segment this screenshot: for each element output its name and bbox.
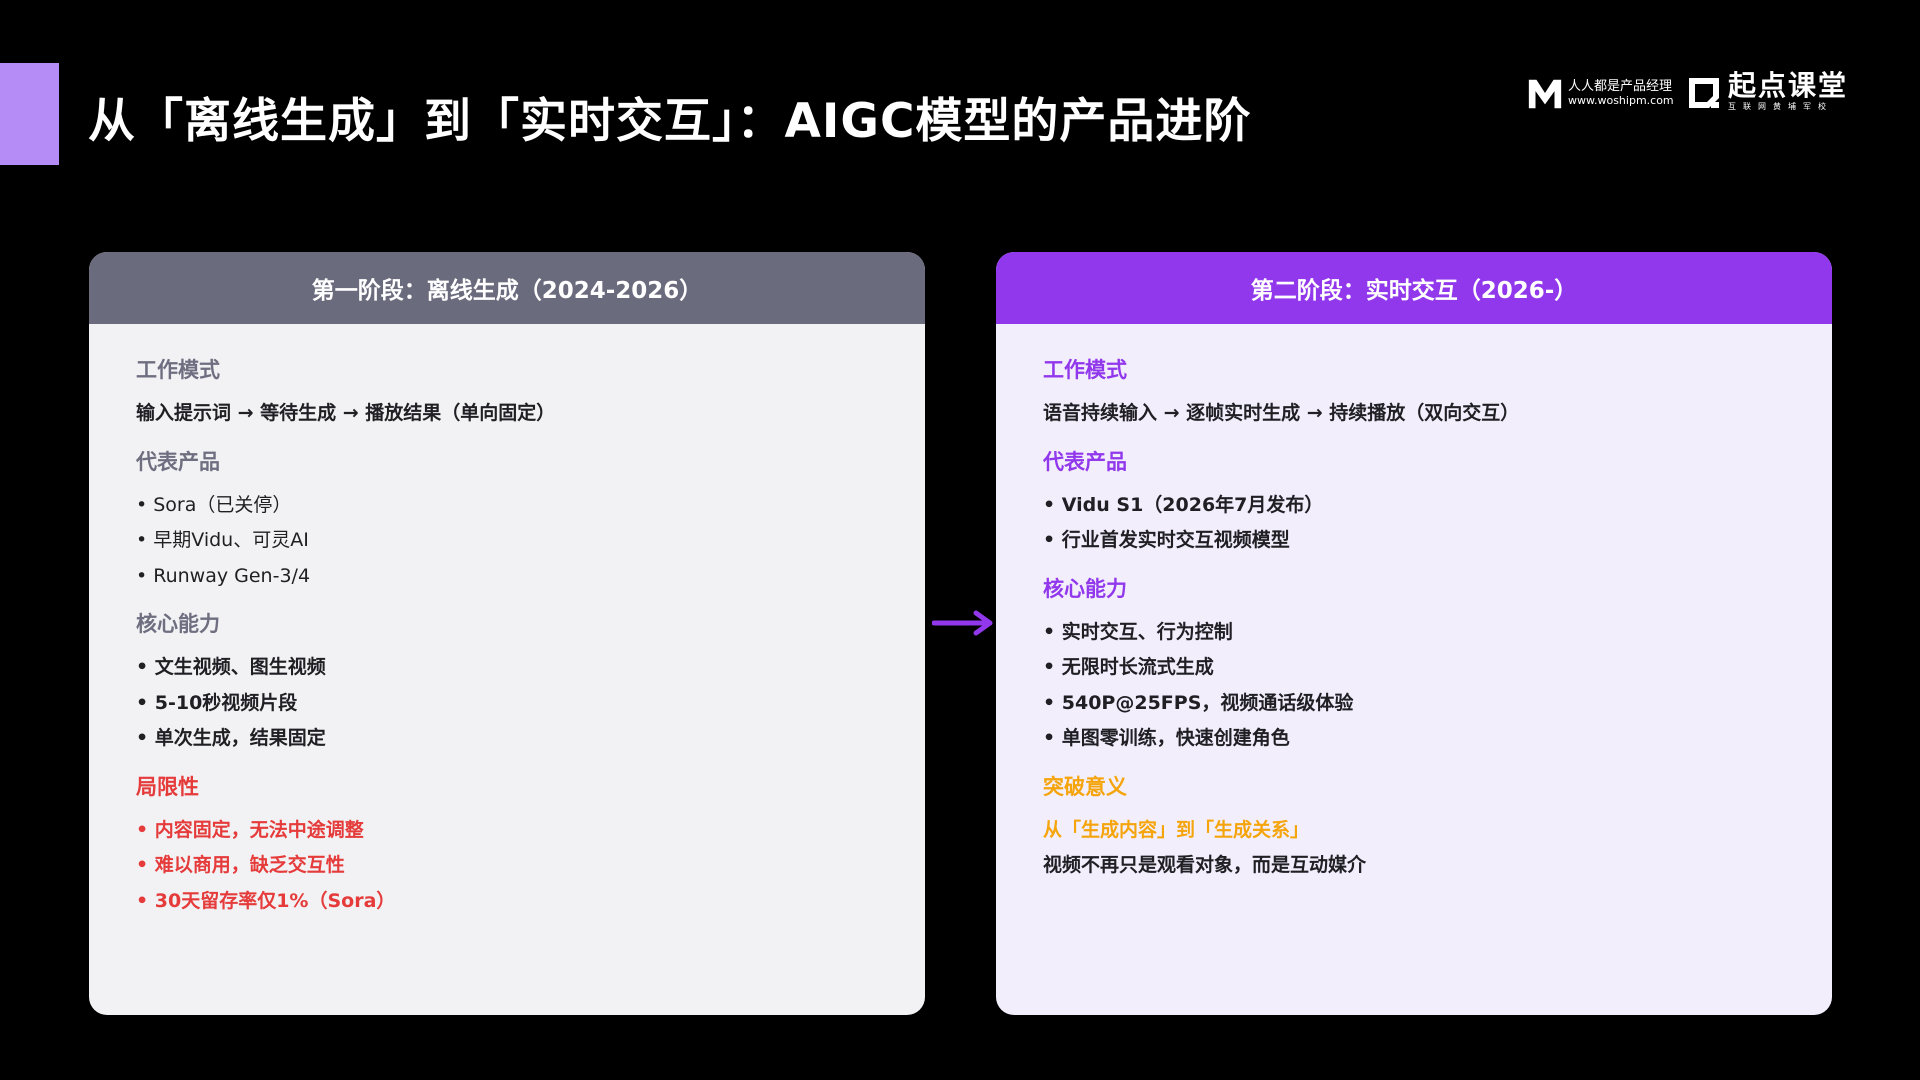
list-item: • 无限时长流式生成 xyxy=(1043,656,1214,678)
transition-arrow-icon xyxy=(932,610,993,636)
list-item: • Sora（已关停） xyxy=(136,493,292,516)
breakthrough-title: 突破意义 xyxy=(1043,774,1127,799)
stage-two-header: 第二阶段：实时交互（2026-） xyxy=(996,252,1832,324)
list-item: • 540P@25FPS，视频通话级体验 xyxy=(1043,691,1354,714)
list-item: • 单图零训练，快速创建角色 xyxy=(1043,727,1290,749)
list-item: • 内容固定，无法中途调整 xyxy=(136,818,364,841)
qidian-name: 起点课堂 xyxy=(1728,69,1849,102)
list-item: • 5-10秒视频片段 xyxy=(136,691,298,714)
woshipm-logo-icon xyxy=(1528,79,1562,109)
list-item: • 单次生成，结果固定 xyxy=(136,727,326,749)
list-item: • 早期Vidu、可灵AI xyxy=(136,529,309,551)
list-item: • Runway Gen-3/4 xyxy=(136,564,311,587)
accent-bar xyxy=(0,63,59,165)
limits-list: • 内容固定，无法中途调整 • 难以商用，缺乏交互性 • 30天留存率仅1%（S… xyxy=(136,813,879,920)
list-item: • Vidu S1（2026年7月发布） xyxy=(1043,493,1324,516)
products-list: • Vidu S1（2026年7月发布） • 行业首发实时交互视频模型 xyxy=(1043,488,1786,559)
abilities-list: • 文生视频、图生视频 • 5-10秒视频片段 • 单次生成，结果固定 xyxy=(136,650,879,757)
woshipm-name: 人人都是产品经理 xyxy=(1568,79,1673,94)
work-mode-title: 工作模式 xyxy=(1043,358,1127,382)
work-mode-text: 输入提示词 → 等待生成 → 播放结果（单向固定） xyxy=(136,402,556,424)
list-item: • 难以商用，缺乏交互性 xyxy=(136,854,345,876)
woshipm-logo-text: 人人都是产品经理 www.woshipm.com xyxy=(1568,79,1674,107)
limits-title: 局限性 xyxy=(136,774,199,799)
products-list: • Sora（已关停） • 早期Vidu、可灵AI • Runway Gen-3… xyxy=(136,488,879,595)
qidian-logo-icon xyxy=(1689,78,1719,108)
list-item: • 30天留存率仅1%（Sora） xyxy=(136,889,396,912)
abilities-title: 核心能力 xyxy=(136,612,220,636)
slide-title: 从「离线生成」到「实时交互」：AIGC模型的产品进阶 xyxy=(88,94,1252,149)
logo-group: 人人都是产品经理 www.woshipm.com 起点课堂 互联网黄埔军校 xyxy=(1526,70,1866,116)
qidian-logo-text: 起点课堂 互联网黄埔军校 xyxy=(1728,70,1848,112)
list-item: • 行业首发实时交互视频模型 xyxy=(1043,529,1290,551)
products-title: 代表产品 xyxy=(136,449,220,474)
work-mode-title: 工作模式 xyxy=(136,358,220,382)
abilities-list: • 实时交互、行为控制 • 无限时长流式生成 • 540P@25FPS，视频通话… xyxy=(1043,615,1786,757)
products-title: 代表产品 xyxy=(1043,449,1127,474)
breakthrough-headline: 从「生成内容」到「生成关系」 xyxy=(1043,818,1310,841)
work-mode-text: 语音持续输入 → 逐帧实时生成 → 持续播放（双向交互） xyxy=(1043,402,1520,424)
stage-one-header: 第一阶段：离线生成（2024-2026） xyxy=(89,252,925,324)
abilities-title: 核心能力 xyxy=(1043,576,1127,601)
stage-one-body: 工作模式 输入提示词 → 等待生成 → 播放结果（单向固定） 代表产品 • So… xyxy=(89,324,925,919)
breakthrough-text: 视频不再只是观看对象，而是互动媒介 xyxy=(1043,854,1367,876)
qidian-slogan: 互联网黄埔军校 xyxy=(1728,102,1833,111)
stage-two-body: 工作模式 语音持续输入 → 逐帧实时生成 → 持续播放（双向交互） 代表产品 •… xyxy=(996,324,1832,884)
stage-two-card: 第二阶段：实时交互（2026-） 工作模式 语音持续输入 → 逐帧实时生成 → … xyxy=(996,252,1832,1015)
list-item: • 文生视频、图生视频 xyxy=(136,656,326,678)
woshipm-url: www.woshipm.com xyxy=(1568,94,1674,107)
stage-one-card: 第一阶段：离线生成（2024-2026） 工作模式 输入提示词 → 等待生成 →… xyxy=(89,252,925,1015)
list-item: • 实时交互、行为控制 xyxy=(1043,620,1233,643)
